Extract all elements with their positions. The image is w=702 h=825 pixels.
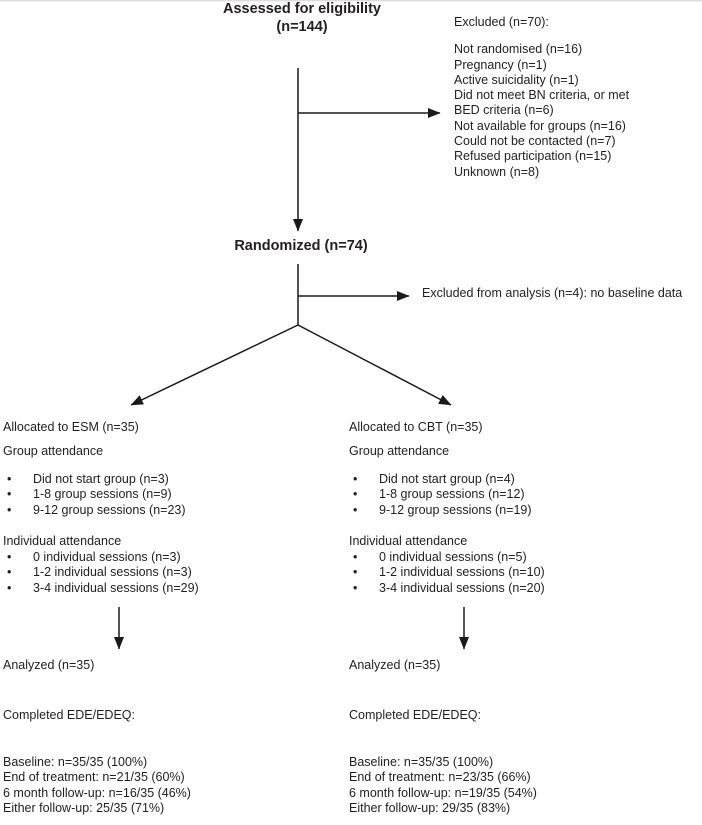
esm-group-attendance-list: Did not start group (n=3) 1-8 group sess… <box>3 472 186 518</box>
list-item: 0 individual sessions (n=3) <box>3 550 199 565</box>
list-item: 9-12 group sessions (n=23) <box>3 503 186 518</box>
excluded-item: Active suicidality (n=1) <box>454 72 579 87</box>
esm-followup-stats: Baseline: n=35/35 (100%) End of treatmen… <box>3 755 191 816</box>
stat-line: 6 month follow-up: n=19/35 (54%) <box>349 785 537 800</box>
list-item: 1-2 individual sessions (n=3) <box>3 565 199 580</box>
list-item: 1-8 group sessions (n=12) <box>349 487 532 502</box>
list-item-label: 9-12 group sessions (n=19) <box>379 502 532 517</box>
list-item: 3-4 individual sessions (n=29) <box>3 581 199 596</box>
excluded-list: Not randomised (n=16) Pregnancy (n=1) Ac… <box>454 42 629 180</box>
assessed-node: Assessed for eligibility (n=144) <box>180 1 424 36</box>
excluded-item: Refused participation (n=15) <box>454 149 612 164</box>
list-item-label: Did not start group (n=3) <box>33 472 169 486</box>
excluded-block: Excluded (n=70): Not randomised (n=16) P… <box>454 15 629 180</box>
list-item: Did not start group (n=4) <box>349 472 532 487</box>
list-item: 0 individual sessions (n=5) <box>349 550 545 565</box>
list-item-label: 3-4 individual sessions (n=29) <box>33 580 199 595</box>
excluded-item: Could not be contacted (n=7) <box>454 134 616 149</box>
stat-line: 6 month follow-up: n=16/35 (46%) <box>3 785 191 800</box>
randomized-node: Randomized (n=74) <box>234 238 368 254</box>
excluded-item: Did not meet BN criteria, or met <box>454 88 630 103</box>
arrow-to-esm-arm <box>130 324 299 406</box>
cbt-followup-stats: Baseline: n=35/35 (100%) End of treatmen… <box>349 755 537 816</box>
list-item-label: 1-2 individual sessions (n=3) <box>33 565 192 580</box>
excluded-item: Not randomised (n=16) <box>454 42 583 57</box>
bullet-icon <box>349 565 379 580</box>
bullet-icon <box>3 472 33 487</box>
cbt-individual-attendance-header: Individual attendance <box>349 534 468 548</box>
arrow-to-cbt-arm <box>297 324 452 406</box>
bullet-icon <box>349 581 379 596</box>
excluded-item: Not available for groups (n=16) <box>454 118 626 133</box>
cbt-completed-header: Completed EDE/EDEQ: <box>349 708 481 722</box>
bullet-icon <box>349 472 379 487</box>
bullet-icon <box>3 550 33 565</box>
excluded-item: Pregnancy (n=1) <box>454 57 547 72</box>
list-item-label: 1-2 individual sessions (n=10) <box>379 565 545 580</box>
bullet-icon <box>349 550 379 565</box>
list-item: 3-4 individual sessions (n=20) <box>349 581 545 596</box>
list-item-label: 9-12 group sessions (n=23) <box>33 502 186 517</box>
esm-allocated-label: Allocated to ESM (n=35) <box>3 420 139 434</box>
esm-individual-attendance-list: 0 individual sessions (n=3) 1-2 individu… <box>3 550 199 596</box>
bullet-icon <box>349 487 379 502</box>
stat-line: End of treatment: n=23/35 (66%) <box>349 770 531 785</box>
assessed-line2: (n=144) <box>276 18 328 35</box>
cbt-individual-attendance-list: 0 individual sessions (n=5) 1-2 individu… <box>349 550 545 596</box>
esm-analyzed-label: Analyzed (n=35) <box>3 658 95 672</box>
list-item-label: 3-4 individual sessions (n=20) <box>379 580 545 595</box>
stat-line: Baseline: n=35/35 (100%) <box>349 755 494 769</box>
bullet-icon <box>3 487 33 502</box>
list-item: 1-2 individual sessions (n=10) <box>349 565 545 580</box>
list-item-label: Did not start group (n=4) <box>379 472 515 486</box>
list-item: 1-8 group sessions (n=9) <box>3 487 186 502</box>
esm-individual-attendance-header: Individual attendance <box>3 534 122 548</box>
cbt-group-attendance-list: Did not start group (n=4) 1-8 group sess… <box>349 472 532 518</box>
esm-completed-header: Completed EDE/EDEQ: <box>3 708 135 722</box>
excluded-header: Excluded (n=70): <box>454 15 549 29</box>
bullet-icon <box>3 581 33 596</box>
list-item-label: 1-8 group sessions (n=9) <box>33 487 172 502</box>
cbt-analyzed-label: Analyzed (n=35) <box>349 658 441 672</box>
cbt-group-attendance-header: Group attendance <box>349 444 450 458</box>
cbt-allocated-label: Allocated to CBT (n=35) <box>349 420 483 434</box>
stat-line: End of treatment: n=21/35 (60%) <box>3 770 185 785</box>
stat-line: Either follow-up: 25/35 (71%) <box>3 800 165 815</box>
bullet-icon <box>349 503 379 518</box>
bullet-icon <box>3 565 33 580</box>
assessed-line1: Assessed for eligibility <box>223 1 381 17</box>
list-item-label: 0 individual sessions (n=5) <box>379 550 527 564</box>
list-item-label: 0 individual sessions (n=3) <box>33 550 181 564</box>
bullet-icon <box>3 503 33 518</box>
list-item: 9-12 group sessions (n=19) <box>349 503 532 518</box>
esm-group-attendance-header: Group attendance <box>3 444 104 458</box>
list-item: Did not start group (n=3) <box>3 472 186 487</box>
stat-line: Baseline: n=35/35 (100%) <box>3 755 148 769</box>
stat-line: Either follow-up: 29/35 (83%) <box>349 800 511 815</box>
excluded-analysis-label: Excluded from analysis (n=4): no baselin… <box>422 286 683 300</box>
list-item-label: 1-8 group sessions (n=12) <box>379 487 525 502</box>
excluded-item: Unknown (n=8) <box>454 164 540 179</box>
excluded-item: BED criteria (n=6) <box>454 103 554 118</box>
